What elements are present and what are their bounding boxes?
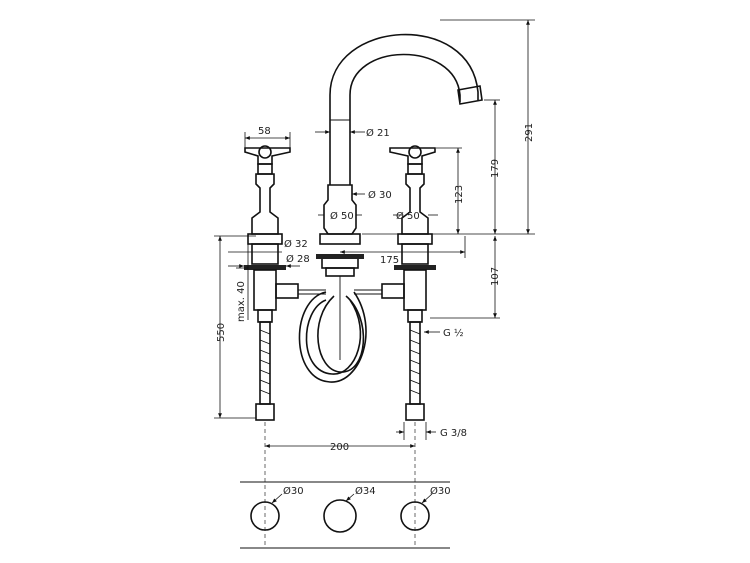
dim-body-diameter: Ø 30 — [368, 189, 392, 201]
hole-center — [323, 499, 357, 533]
dimension-labels: 58 Ø 21 Ø 30 Ø 50 Ø 50 Ø 32 Ø 28 175 123… — [216, 123, 535, 453]
spout — [329, 33, 483, 185]
dim-179: 179 — [490, 159, 501, 178]
dim-shank-28: Ø 28 — [286, 253, 310, 265]
dim-thread-half: G ½ — [443, 327, 464, 339]
dim-base-right: Ø 50 — [396, 210, 420, 222]
dim-550: 550 — [216, 323, 227, 342]
dim-spout-diameter: Ø 21 — [366, 127, 390, 139]
hole-right-label: Ø30 — [430, 485, 451, 497]
dim-shank-32: Ø 32 — [284, 238, 308, 250]
right-valve — [381, 145, 436, 421]
dimension-lines — [214, 19, 535, 548]
connection-hoses — [298, 289, 382, 383]
dim-175: 175 — [380, 255, 399, 266]
dim-58: 58 — [258, 126, 271, 137]
dim-200: 200 — [330, 442, 349, 453]
dim-123: 123 — [454, 185, 465, 204]
dim-max-40: max. 40 — [236, 281, 247, 322]
plan-view: Ø30 Ø34 Ø30 — [240, 481, 451, 549]
dim-291: 291 — [524, 123, 535, 142]
hole-left-label: Ø30 — [283, 485, 304, 497]
dim-107: 107 — [490, 267, 501, 286]
dim-thread-38: G 3/8 — [440, 428, 467, 439]
dim-base-left: Ø 50 — [330, 210, 354, 222]
hole-center-label: Ø34 — [355, 485, 376, 497]
hole-right — [400, 501, 430, 531]
left-valve — [244, 145, 299, 421]
hole-left — [250, 501, 280, 531]
